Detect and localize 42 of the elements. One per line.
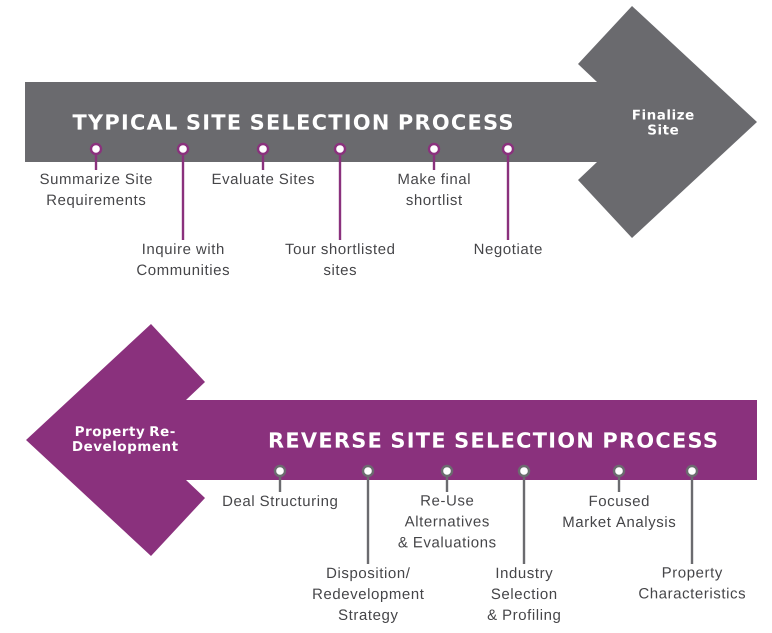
pin-marker [274,464,286,478]
pin-marker [176,142,190,156]
arrow-head-label: Property Re-Development [73,426,178,454]
arrow-title: REVERSE SITE SELECTION PROCESS [270,432,716,448]
step-label: Summarize Site Requirements [40,173,152,208]
leader-line [366,477,370,564]
leader-line [262,155,264,170]
step-label: Tour shortlisted sites [285,243,394,276]
leader-line [182,155,184,240]
pin-marker [362,464,374,478]
leader-line [618,477,620,492]
arrow-shape [26,324,757,556]
leader-line [94,155,98,170]
pin-marker [612,464,626,478]
pin-marker [502,142,514,156]
arrow-title: TYPICAL SITE SELECTION PROCESS [72,114,512,130]
step-label: Inquire with Communities [137,243,230,276]
leader-line [432,155,436,170]
step-label: Make final shortlist [398,173,470,206]
step-label: Re-Use Alternatives & Evaluations [398,495,496,548]
pin-marker [440,464,454,478]
arrow-head-label: Finalize Site [633,109,694,135]
step-label: Negotiate [474,243,542,258]
leader-line [338,155,342,240]
leader-line [446,477,448,492]
pin-marker [256,142,270,156]
leader-line [522,477,526,564]
pin-marker [686,464,698,478]
pin-marker [90,142,102,156]
step-label: Property Characteristics [639,567,746,599]
step-label: Evaluate Sites [212,173,314,184]
leader-line [506,155,510,240]
pin-marker [518,464,530,478]
arrow-shape [25,6,757,238]
step-label: Focused Market Analysis [563,495,676,530]
step-label: Disposition/ Redevelopment Strategy [313,567,424,623]
pin-marker [334,142,346,156]
step-label: Industry Selection & Profiling [488,567,560,623]
leader-line [690,477,694,564]
pin-marker [428,142,440,156]
step-label: Deal Structuring [223,495,337,510]
leader-line [278,477,282,492]
